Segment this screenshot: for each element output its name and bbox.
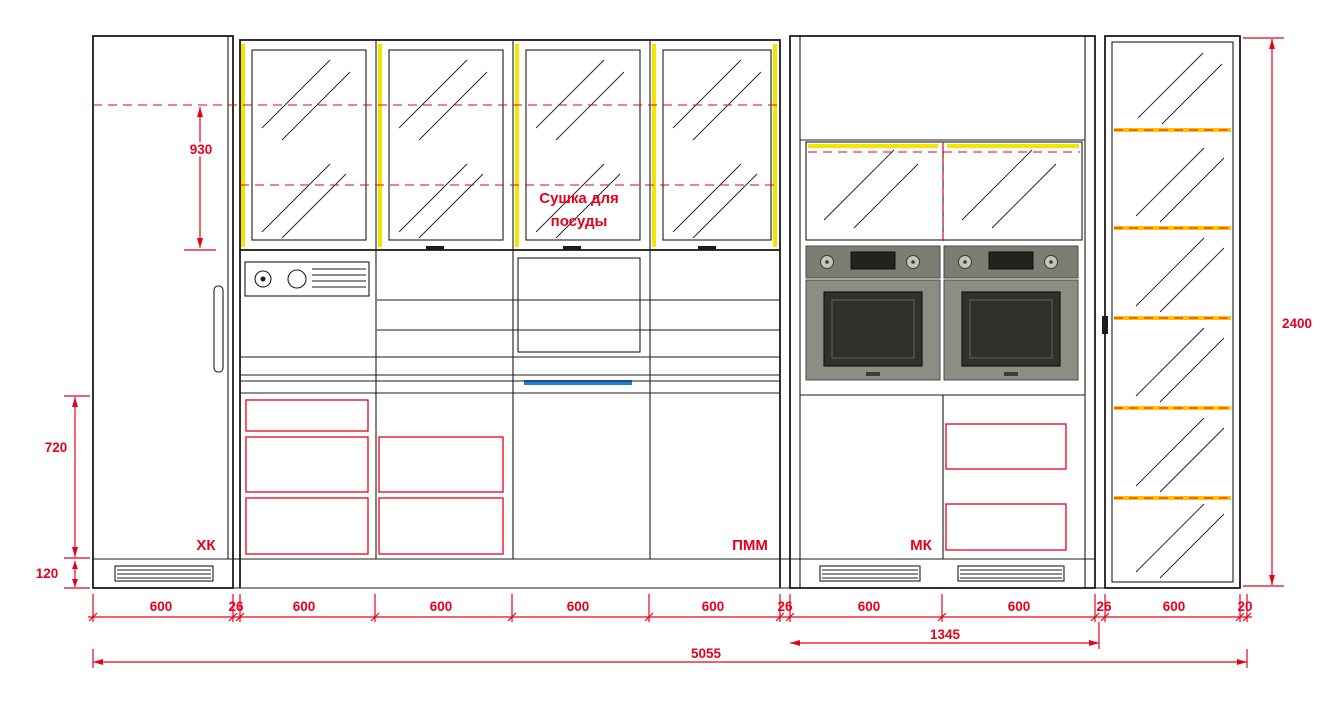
reference-lines bbox=[93, 104, 1231, 499]
hood-knob-icon bbox=[287, 269, 307, 289]
fridge-handle bbox=[213, 285, 224, 373]
oven-right bbox=[943, 245, 1079, 381]
dim-chain-2: 26 bbox=[228, 599, 244, 614]
door-handle bbox=[563, 246, 581, 250]
label-fridge: ХК bbox=[196, 537, 216, 554]
door-edge-highlights bbox=[241, 44, 1079, 247]
dim-5055: 5055 bbox=[691, 646, 722, 661]
oven-display bbox=[850, 251, 896, 270]
fridge-cabinet bbox=[92, 35, 234, 589]
dim-chain-4: 600 bbox=[430, 599, 453, 614]
appliance-garage bbox=[517, 257, 641, 353]
dim-chain-3: 600 bbox=[293, 599, 316, 614]
plinth-vents bbox=[114, 565, 1065, 582]
lit-shelves bbox=[1114, 128, 1231, 500]
dim-chain-6: 600 bbox=[702, 599, 725, 614]
dim-120: 120 bbox=[36, 566, 59, 581]
dim-chain-5: 600 bbox=[567, 599, 590, 614]
oven-window bbox=[961, 291, 1061, 367]
text-labels: 930 720 120 2400 600 26 600 600 600 600 … bbox=[36, 140, 1312, 664]
dim-930: 930 bbox=[190, 142, 213, 157]
drawer-boxes bbox=[245, 399, 1067, 555]
label-dish-dryer-line2: посуды bbox=[551, 213, 608, 230]
dim-720: 720 bbox=[45, 440, 68, 455]
dim-chain-8: 600 bbox=[858, 599, 881, 614]
dim-chain-9: 600 bbox=[1008, 599, 1031, 614]
oven-cabinet bbox=[789, 35, 1096, 589]
dim-chain-11: 600 bbox=[1163, 599, 1186, 614]
door-handle bbox=[698, 246, 716, 250]
dim-chain-1: 600 bbox=[150, 599, 173, 614]
tall-cabinet-handle bbox=[1102, 316, 1108, 334]
tall-glass-cabinet bbox=[1104, 35, 1241, 589]
dim-chain-7: 26 bbox=[777, 599, 793, 614]
dim-2400: 2400 bbox=[1282, 316, 1312, 331]
glass-hatch bbox=[261, 52, 1225, 579]
cabinet-structure bbox=[92, 35, 1241, 589]
label-oven-column: МК bbox=[910, 537, 932, 554]
dim-1345: 1345 bbox=[930, 627, 961, 642]
label-dishwasher: ПММ bbox=[732, 537, 768, 554]
hood-knob-icon bbox=[254, 270, 272, 288]
dimensions bbox=[64, 37, 1284, 668]
dim-chain-10: 26 bbox=[1096, 599, 1112, 614]
oven-window bbox=[823, 291, 923, 367]
blue-handle-strip bbox=[524, 380, 632, 385]
dim-chain-12: 20 bbox=[1237, 599, 1252, 614]
door-handle bbox=[426, 246, 444, 250]
oven-display bbox=[988, 251, 1034, 270]
cooker-hood bbox=[244, 261, 370, 297]
oven-left bbox=[805, 245, 941, 381]
upper-cabinets bbox=[239, 39, 781, 251]
label-dish-dryer-line1: Сушка для bbox=[539, 190, 619, 207]
